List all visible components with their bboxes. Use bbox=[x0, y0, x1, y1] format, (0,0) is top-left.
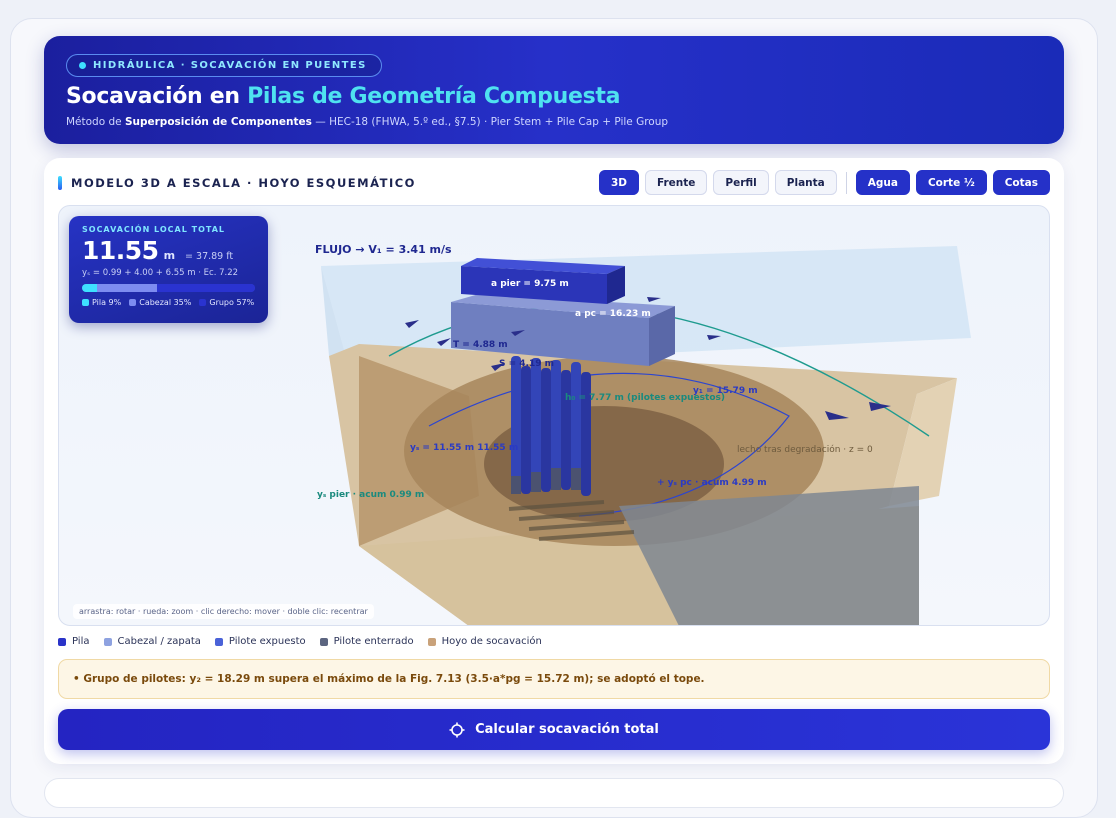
toggle-cotas-button[interactable]: Cotas bbox=[992, 170, 1050, 195]
pile-cap-top bbox=[451, 294, 675, 318]
y1-label: y₁ = 15.79 m bbox=[693, 386, 758, 396]
page-title: Socavación en Pilas de Geometría Compues… bbox=[66, 84, 620, 109]
t-label: T = 4.88 m bbox=[453, 340, 508, 350]
toggle-agua-button[interactable]: Agua bbox=[855, 170, 910, 195]
warning-banner: • Grupo de pilotes: y₂ = 18.29 m supera … bbox=[58, 659, 1050, 699]
flow-label: FLUJO → V₁ = 3.41 m/s bbox=[315, 243, 452, 256]
subtitle-bold: Superposición de Componentes bbox=[124, 116, 312, 128]
title-main: Socavación en bbox=[66, 84, 248, 109]
legend-item-pila: Pila bbox=[58, 636, 90, 647]
scour-unit: m bbox=[163, 249, 176, 262]
next-card bbox=[44, 778, 1064, 808]
3d-viewport[interactable]: FLUJO → V₁ = 3.41 m/s a pier = 9.75 m a … bbox=[58, 205, 1050, 626]
page-subtitle: Método de Superposición de Componentes —… bbox=[66, 116, 668, 128]
calculate-button[interactable]: Calcular socavación total bbox=[58, 709, 1050, 750]
title-accent: Pilas de Geometría Compuesta bbox=[247, 84, 621, 109]
3d-scene[interactable]: FLUJO → V₁ = 3.41 m/s a pier = 9.75 m a … bbox=[59, 206, 1050, 626]
pile-cap-side bbox=[649, 306, 675, 366]
legend-item-pilote-expuesto: Pilote expuesto bbox=[214, 636, 306, 647]
subtitle-rest: — HEC-18 (FHWA, 5.º ed., §7.5) · Pier St… bbox=[311, 116, 669, 128]
flow-arrows bbox=[405, 297, 891, 420]
legend-swatch bbox=[214, 637, 223, 646]
title-accent-bar bbox=[58, 176, 62, 190]
legend-swatch bbox=[103, 637, 112, 646]
s-label: S = 4.19 m bbox=[499, 359, 554, 369]
category-label: HIDRÁULICA · SOCAVACIÓN EN PUENTES bbox=[93, 60, 367, 71]
calculate-button-label: Calcular socavación total bbox=[475, 722, 659, 737]
legend-swatch bbox=[129, 299, 137, 306]
view-perfil-button[interactable]: Perfil bbox=[713, 170, 769, 195]
view-frente-button[interactable]: Frente bbox=[644, 170, 708, 195]
soil-right bbox=[889, 378, 957, 506]
pier-component-segment bbox=[82, 284, 98, 292]
scour-total-value: 11.55 bbox=[82, 236, 159, 265]
ys-pier-label: yₛ pier · acum 0.99 m bbox=[317, 490, 424, 500]
scour-summary-label: SOCAVACIÓN LOCAL TOTAL bbox=[82, 225, 225, 234]
pier-top bbox=[461, 258, 625, 274]
header-banner: HIDRÁULICA · SOCAVACIÓN EN PUENTES Socav… bbox=[44, 36, 1064, 144]
view-3d-button[interactable]: 3D bbox=[598, 170, 639, 195]
category-pill: HIDRÁULICA · SOCAVACIÓN EN PUENTES bbox=[66, 54, 382, 77]
pile-cap-front bbox=[451, 302, 649, 366]
toolbar-divider bbox=[845, 171, 847, 194]
cap-component-segment bbox=[97, 284, 158, 292]
scour-components-legend: Pila 9% Cabezal 35% Grupo 57% bbox=[82, 298, 255, 307]
legend-swatch bbox=[82, 299, 89, 306]
model-title: MODELO 3D A ESCALA · HOYO ESQUEMÁTICO bbox=[71, 176, 416, 190]
legend-pier: Pila 9% bbox=[82, 298, 121, 307]
scour-equation: yₛ = 0.99 + 4.00 + 6.55 m · Ec. 7.22 bbox=[82, 268, 239, 278]
legend-group: Grupo 57% bbox=[199, 298, 254, 307]
h0-label: h₀ = 7.77 m (pilotes expuestos) bbox=[565, 393, 725, 403]
water-side bbox=[321, 266, 359, 381]
scour-value-row: 11.55 m = 37.89 ft bbox=[82, 236, 255, 265]
model-card: MODELO 3D A ESCALA · HOYO ESQUEMÁTICO 3D… bbox=[44, 158, 1064, 764]
lecho-label: lecho tras degradación · z = 0 bbox=[737, 444, 873, 455]
scour-feet: = 37.89 ft bbox=[185, 251, 234, 262]
pile-group bbox=[511, 356, 591, 496]
a-pier-label: a pier = 9.75 m bbox=[491, 279, 569, 289]
buried-pile-stripes bbox=[508, 500, 635, 541]
ys-total-label: yₛ = 11.55 m 11.55 m bbox=[410, 443, 518, 453]
legend-item-cabezal: Cabezal / zapata bbox=[103, 636, 201, 647]
pier-side bbox=[607, 266, 625, 304]
ys-pc-label: + yₛ pc · acum 4.99 m bbox=[657, 478, 767, 488]
scour-summary-panel: SOCAVACIÓN LOCAL TOTAL 11.55 m = 37.89 f… bbox=[69, 216, 268, 323]
subtitle-prefix: Método de bbox=[66, 116, 125, 128]
status-dot-icon bbox=[79, 62, 86, 69]
legend-swatch bbox=[427, 637, 436, 646]
scour-components-bar bbox=[82, 284, 255, 292]
toggle-corte-button[interactable]: Corte ½ bbox=[915, 170, 987, 195]
gray-platform bbox=[619, 486, 919, 625]
legend-cap: Cabezal 35% bbox=[129, 298, 191, 307]
legend-item-hoyo: Hoyo de socavación bbox=[427, 636, 542, 647]
model-card-title: MODELO 3D A ESCALA · HOYO ESQUEMÁTICO bbox=[58, 176, 416, 190]
group-component-segment bbox=[157, 284, 255, 292]
legend-item-pilote-enterrado: Pilote enterrado bbox=[319, 636, 414, 647]
pier-front bbox=[461, 266, 607, 304]
viewport-hint: arrastra: rotar · rueda: zoom · clic der… bbox=[73, 604, 374, 619]
legend-swatch bbox=[319, 637, 328, 646]
color-legend: Pila Cabezal / zapata Pilote expuesto Pi… bbox=[58, 636, 542, 647]
view-planta-button[interactable]: Planta bbox=[774, 170, 837, 195]
view-toolbar: 3D Frente Perfil Planta Agua Corte ½ Cot… bbox=[598, 170, 1050, 195]
legend-swatch bbox=[58, 637, 66, 646]
a-pc-label: a pc = 16.23 m bbox=[575, 309, 651, 319]
legend-swatch bbox=[199, 299, 207, 306]
crosshair-icon bbox=[449, 722, 465, 737]
